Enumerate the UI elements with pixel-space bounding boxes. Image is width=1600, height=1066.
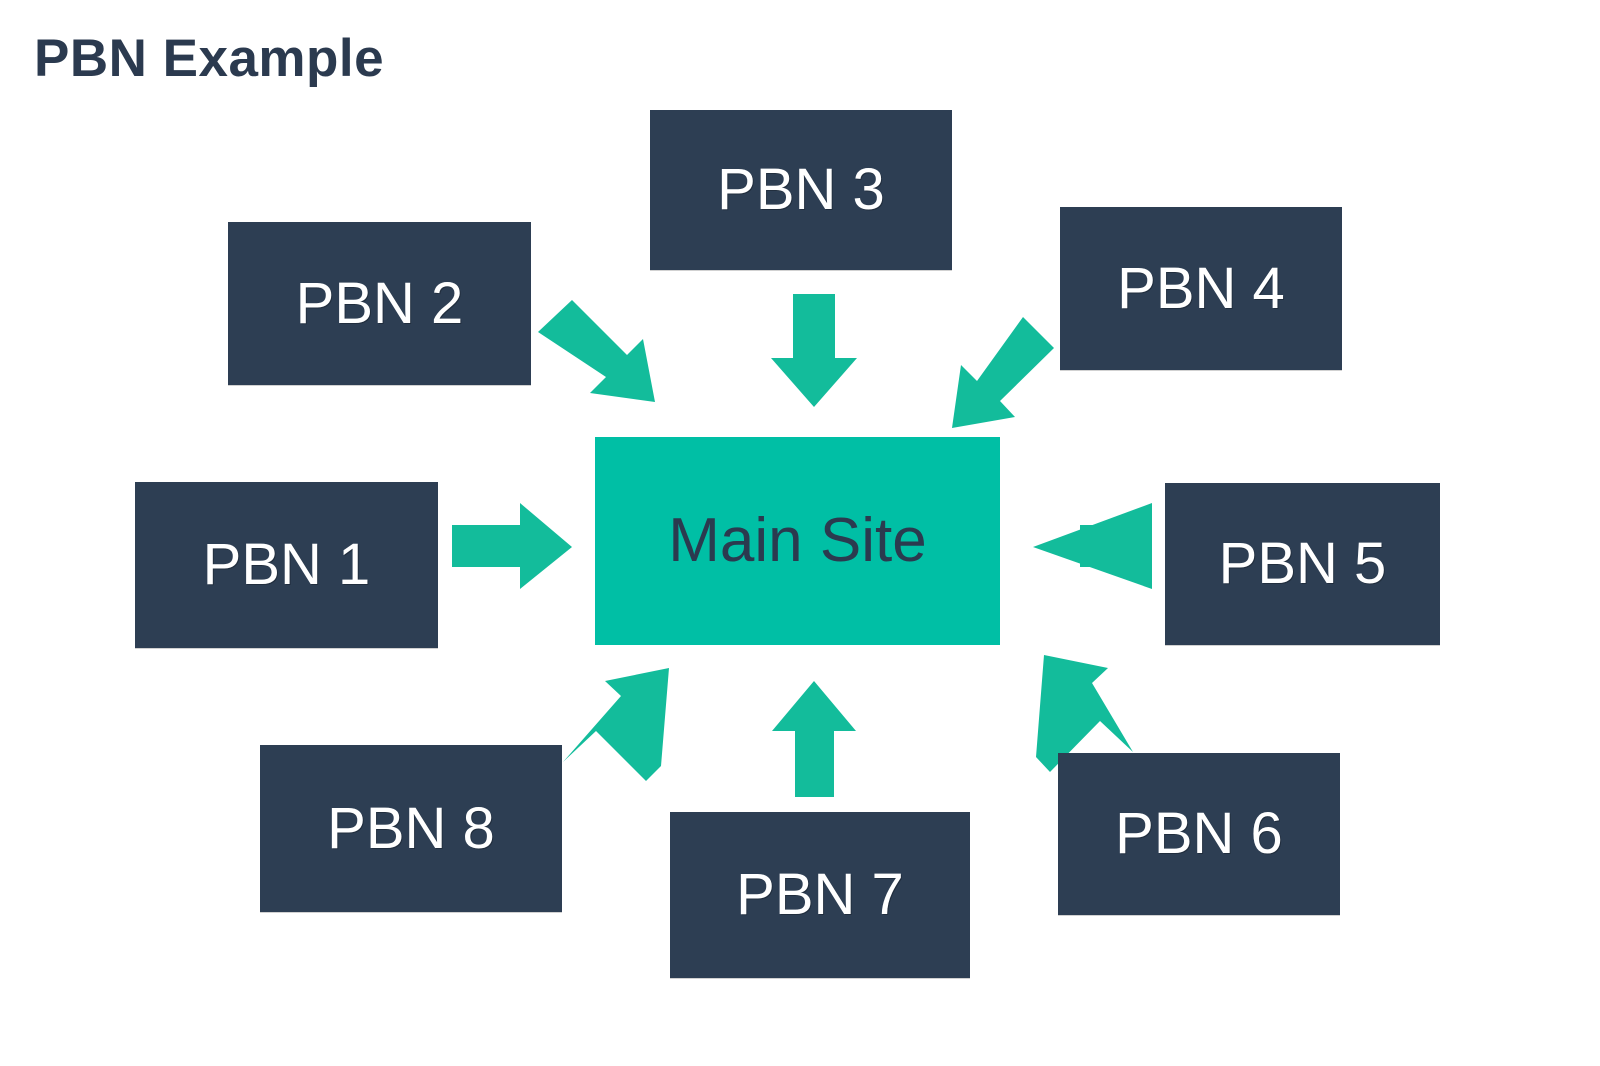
node-pbn-7[interactable]: PBN 7 bbox=[670, 812, 970, 978]
node-main-site[interactable]: Main Site bbox=[595, 437, 1000, 645]
arrow-left-shaft-from-pbn-5 bbox=[1080, 525, 1152, 567]
node-pbn-6-label: PBN 6 bbox=[1115, 801, 1283, 866]
node-pbn-5[interactable]: PBN 5 bbox=[1165, 483, 1440, 645]
arrow-right-from-pbn-1 bbox=[452, 503, 572, 589]
node-pbn-4[interactable]: PBN 4 bbox=[1060, 207, 1342, 370]
node-pbn-8-label: PBN 8 bbox=[327, 795, 495, 861]
node-pbn-4-label: PBN 4 bbox=[1117, 255, 1285, 321]
node-pbn-3-label: PBN 3 bbox=[717, 157, 885, 222]
node-pbn-2[interactable]: PBN 2 bbox=[228, 222, 531, 385]
node-main-site-label: Main Site bbox=[668, 506, 927, 575]
arrow-down-from-pbn-3 bbox=[771, 294, 857, 407]
page-title: PBN Example bbox=[34, 29, 385, 88]
node-pbn-7-label: PBN 7 bbox=[736, 862, 904, 927]
node-pbn-5-label: PBN 5 bbox=[1218, 531, 1387, 596]
node-pbn-2-label: PBN 2 bbox=[295, 270, 464, 336]
arrow-up-from-pbn-7 bbox=[772, 681, 856, 797]
arrow-up-right-from-pbn-8 bbox=[563, 668, 669, 781]
node-pbn-3[interactable]: PBN 3 bbox=[650, 110, 952, 270]
arrow-down-right-from-pbn-2 bbox=[538, 300, 655, 402]
arrow-down-left-from-pbn-4 bbox=[952, 317, 1054, 428]
arrow-left-from-pbn-5 bbox=[1033, 503, 1152, 589]
node-pbn-1-label: PBN 1 bbox=[202, 532, 371, 597]
node-pbn-8[interactable]: PBN 8 bbox=[260, 745, 562, 912]
node-pbn-6[interactable]: PBN 6 bbox=[1058, 753, 1340, 915]
node-pbn-1[interactable]: PBN 1 bbox=[135, 482, 438, 648]
